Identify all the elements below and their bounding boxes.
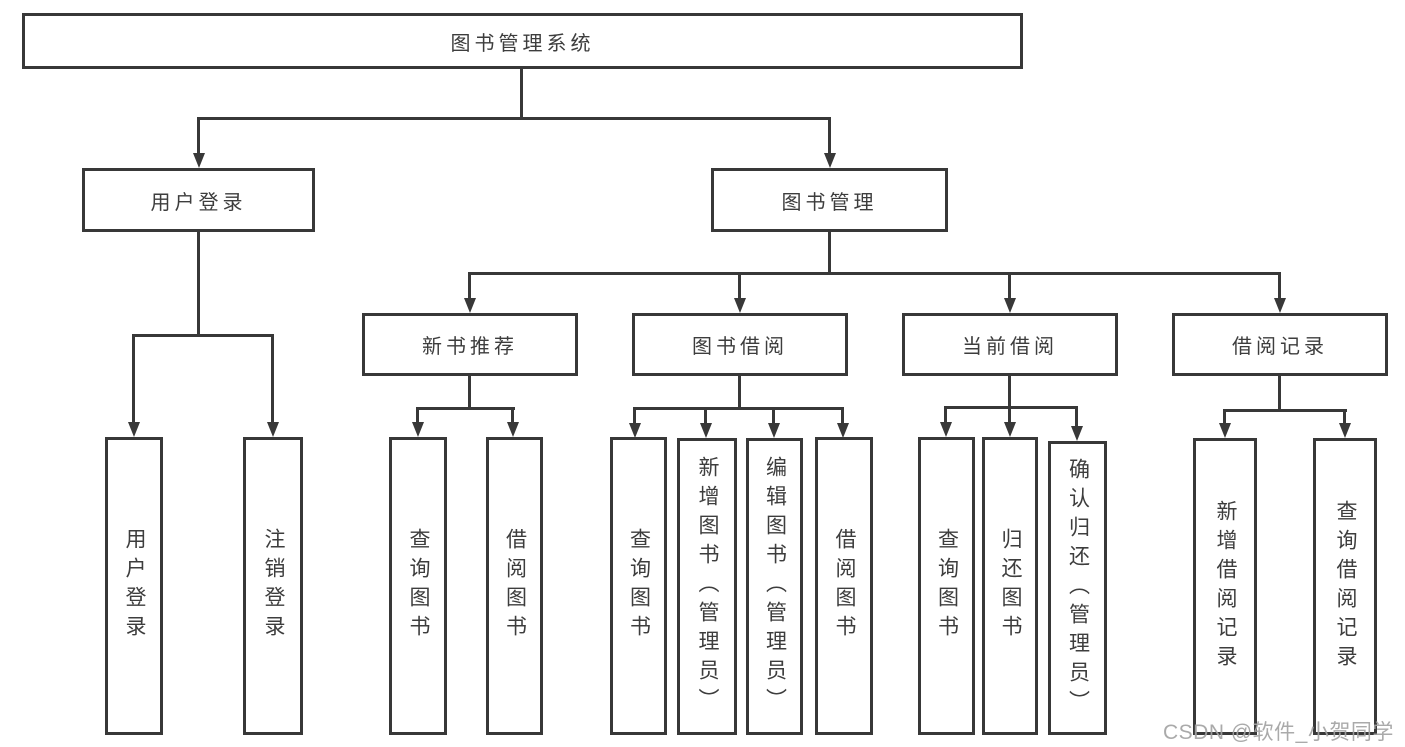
connector-line	[1008, 376, 1011, 407]
leaf-query-book-borrow: 查询图书	[610, 437, 667, 735]
connector-line	[197, 232, 200, 335]
arrow-down-icon	[507, 422, 519, 437]
connector-line	[132, 334, 274, 337]
node-book-borrow: 图书借阅	[632, 313, 848, 376]
connector-line	[1343, 409, 1346, 424]
arrow-down-icon	[629, 423, 641, 438]
arrow-down-icon	[464, 298, 476, 313]
leaf-add-borrow-record-label: 新增借阅记录	[1214, 499, 1237, 674]
leaf-return-book: 归还图书	[982, 437, 1038, 735]
leaf-add-book-admin-label: 新增图书（管理员）	[696, 456, 719, 717]
connector-line	[416, 407, 419, 423]
node-user-login: 用户登录	[82, 168, 315, 232]
arrow-down-icon	[1071, 426, 1083, 441]
arrow-down-icon	[824, 153, 836, 168]
arrow-down-icon	[768, 423, 780, 438]
node-new-book-recommend: 新书推荐	[362, 313, 578, 376]
arrow-down-icon	[940, 422, 952, 437]
connector-line	[1223, 409, 1347, 412]
connector-line	[197, 117, 831, 120]
node-library-system-label: 图书管理系统	[450, 32, 595, 55]
connector-line	[468, 272, 471, 299]
leaf-user-login: 用户登录	[105, 437, 163, 735]
leaf-return-book-label: 归还图书	[999, 528, 1022, 644]
arrow-down-icon	[1004, 298, 1016, 313]
connector-line	[197, 117, 200, 155]
leaf-query-book-recommend: 查询图书	[389, 437, 447, 735]
connector-line	[1008, 272, 1011, 299]
connector-line	[944, 406, 947, 423]
connector-line	[772, 407, 775, 424]
connector-line	[944, 406, 1078, 409]
leaf-logout: 注销登录	[243, 437, 303, 735]
connector-line	[271, 334, 274, 423]
arrow-down-icon	[700, 423, 712, 438]
node-library-system: 图书管理系统	[22, 13, 1023, 69]
arrow-down-icon	[1004, 422, 1016, 437]
leaf-query-book-current-label: 查询图书	[935, 528, 959, 644]
connector-line	[841, 407, 844, 424]
leaf-user-login-label: 用户登录	[123, 528, 146, 644]
connector-line	[132, 334, 135, 423]
leaf-borrow-book-recommend: 借阅图书	[486, 437, 543, 735]
arrow-down-icon	[837, 423, 849, 438]
node-current-borrow: 当前借阅	[902, 313, 1118, 376]
leaf-confirm-return-admin-label: 确认归还（管理员）	[1066, 457, 1090, 719]
leaf-query-book-borrow-label: 查询图书	[627, 528, 651, 644]
arrow-down-icon	[1274, 298, 1286, 313]
connector-line	[520, 69, 523, 118]
leaf-borrow-book-label: 借阅图书	[833, 528, 856, 644]
arrow-down-icon	[1339, 423, 1351, 438]
leaf-add-borrow-record: 新增借阅记录	[1193, 438, 1257, 735]
connector-line	[1223, 409, 1226, 424]
node-book-management-label: 图书管理	[781, 191, 878, 214]
leaf-borrow-book-recommend-label: 借阅图书	[503, 528, 527, 644]
csdn-watermark: CSDN @软件_小贺同学	[1163, 721, 1394, 744]
connector-line	[1075, 406, 1078, 427]
node-current-borrow-label: 当前借阅	[962, 336, 1058, 358]
connector-line	[1008, 406, 1011, 423]
arrow-down-icon	[128, 422, 140, 437]
connector-line	[704, 407, 707, 424]
connector-line	[511, 407, 514, 423]
connector-line	[1278, 376, 1281, 410]
leaf-query-book-current: 查询图书	[918, 437, 975, 735]
node-borrow-records-label: 借阅记录	[1232, 336, 1328, 358]
connector-line	[468, 272, 1281, 275]
leaf-edit-book-admin-label: 编辑图书（管理员）	[763, 456, 787, 717]
node-book-borrow-label: 图书借阅	[692, 336, 788, 358]
connector-line	[738, 272, 741, 299]
arrow-down-icon	[412, 422, 424, 437]
arrow-down-icon	[1219, 423, 1231, 438]
arrow-down-icon	[267, 422, 279, 437]
connector-line	[828, 232, 831, 273]
connector-line	[738, 376, 741, 408]
connector-line	[416, 407, 515, 410]
leaf-query-borrow-record-label: 查询借阅记录	[1334, 499, 1357, 674]
node-borrow-records: 借阅记录	[1172, 313, 1388, 376]
arrow-down-icon	[734, 298, 746, 313]
arrow-down-icon	[193, 153, 205, 168]
node-new-book-recommend-label: 新书推荐	[422, 336, 518, 358]
connector-line	[828, 117, 831, 155]
leaf-query-book-recommend-label: 查询图书	[407, 528, 430, 644]
leaf-add-book-admin: 新增图书（管理员）	[677, 438, 737, 735]
leaf-borrow-book: 借阅图书	[815, 437, 873, 735]
connector-line	[1278, 272, 1281, 299]
connector-line	[633, 407, 636, 424]
leaf-logout-label: 注销登录	[262, 528, 285, 644]
leaf-confirm-return-admin: 确认归还（管理员）	[1048, 441, 1107, 735]
leaf-edit-book-admin: 编辑图书（管理员）	[746, 438, 803, 735]
connector-line	[633, 407, 844, 410]
connector-line	[468, 376, 471, 408]
node-book-management: 图书管理	[711, 168, 948, 232]
leaf-query-borrow-record: 查询借阅记录	[1313, 438, 1377, 735]
node-user-login-label: 用户登录	[150, 191, 247, 214]
